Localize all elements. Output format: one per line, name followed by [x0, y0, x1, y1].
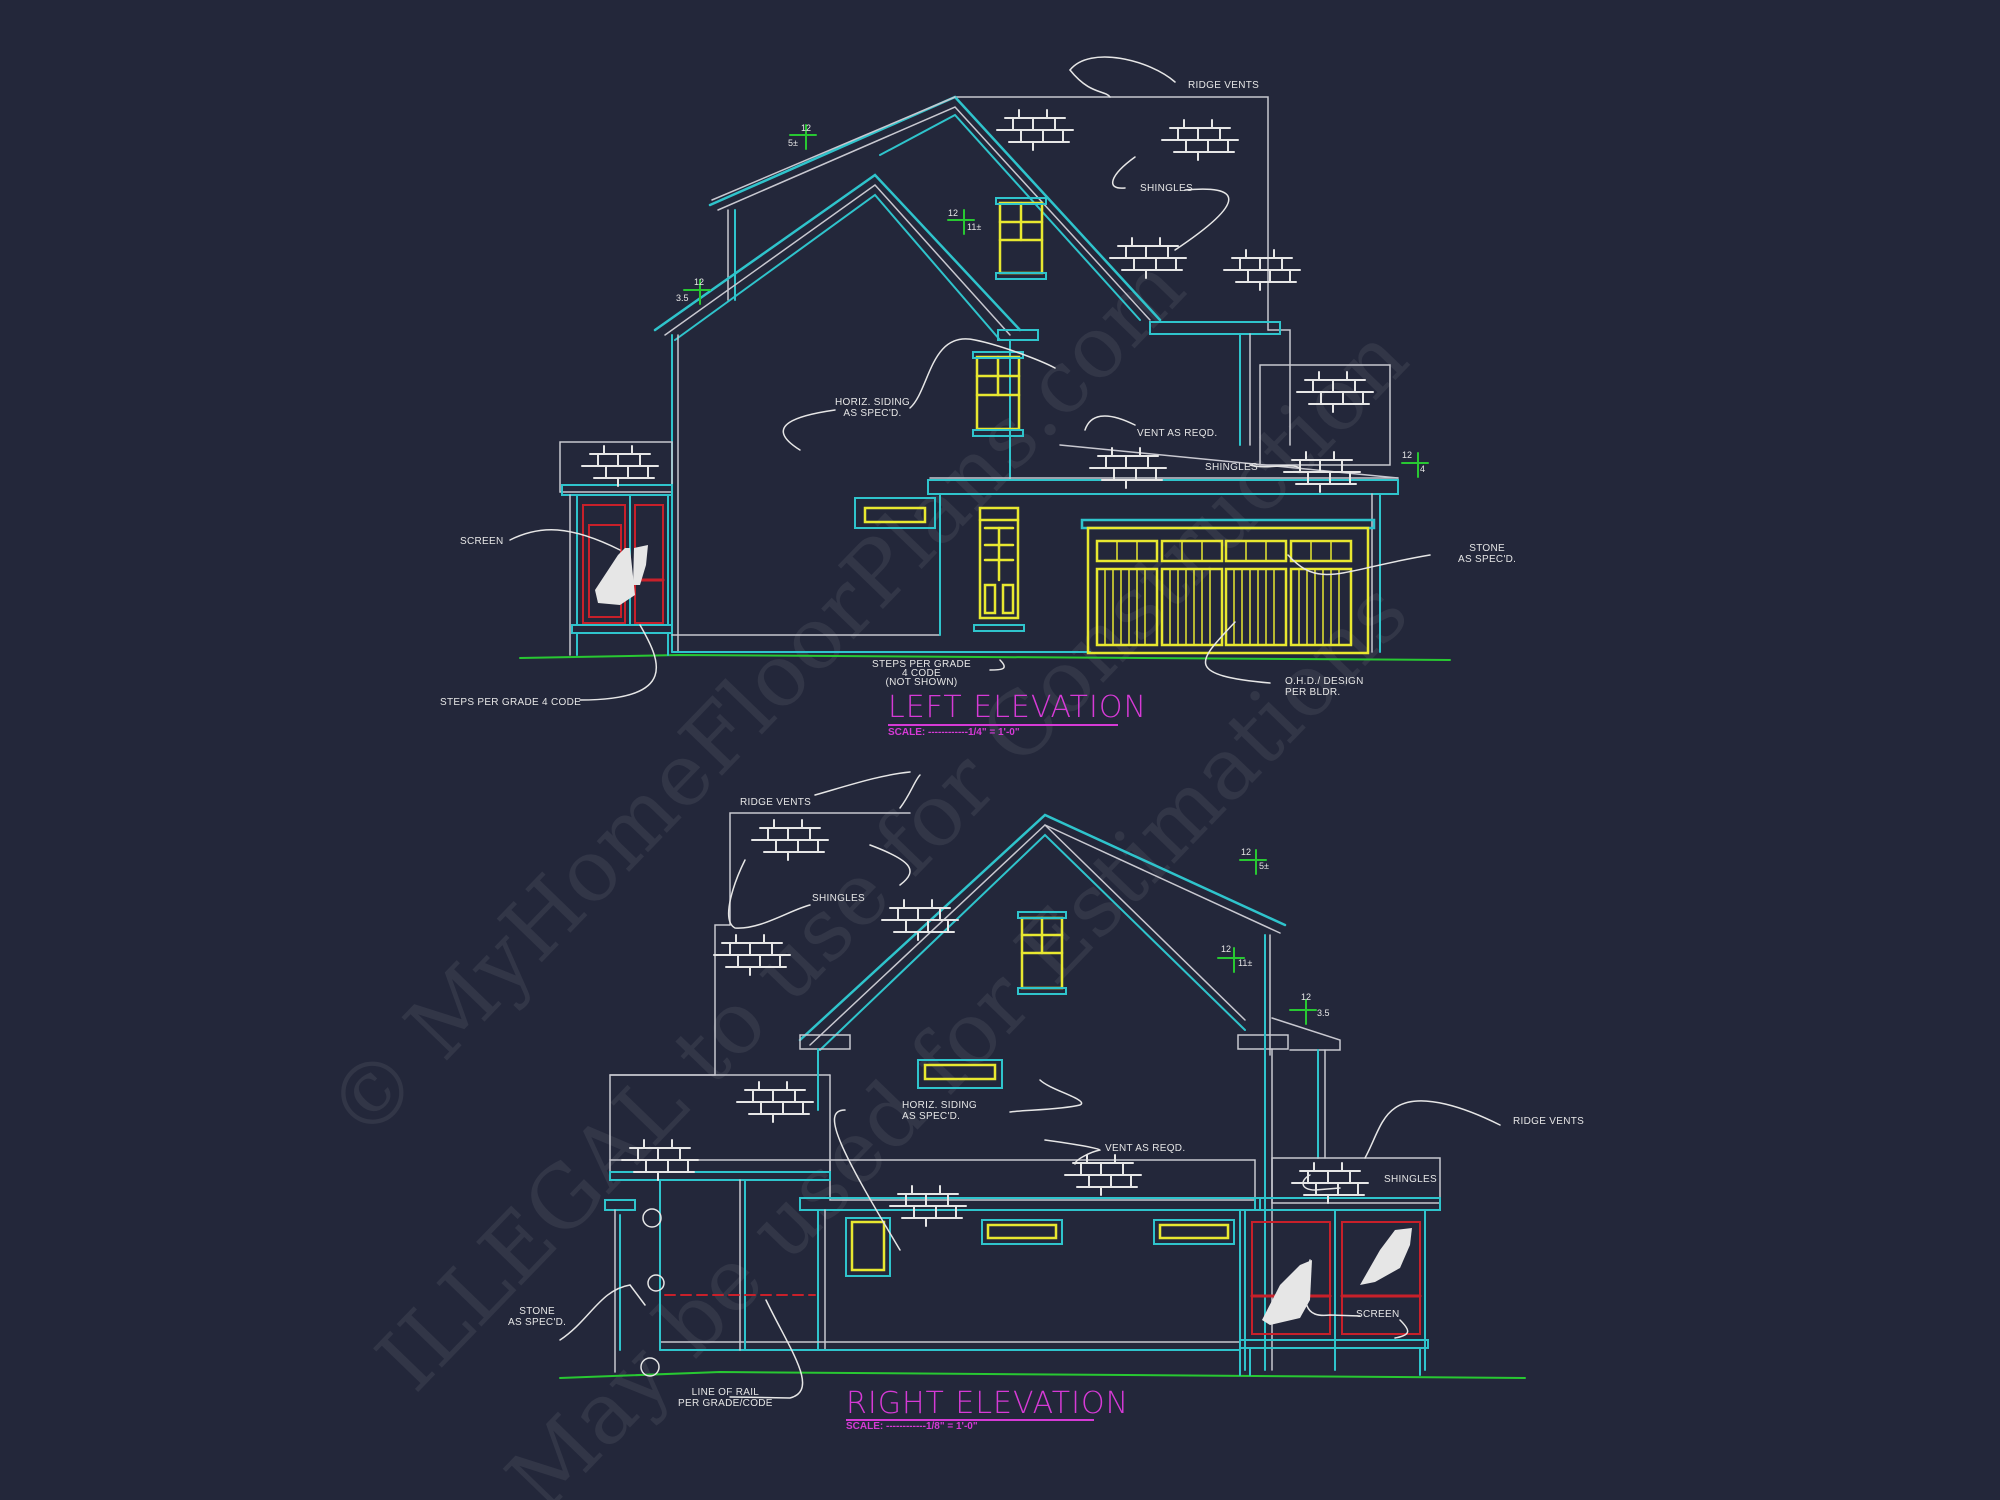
label-stone: STONE AS SPEC'D. [508, 1306, 567, 1328]
pitch-run: 3.5 [1317, 1008, 1330, 1018]
pitch-run: 11± [967, 222, 982, 232]
pitch-rise: 12 [948, 208, 959, 218]
label-vent: VENT AS REQD. [1137, 428, 1218, 439]
label-shingles: SHINGLES [1384, 1174, 1437, 1185]
label-shingles: SHINGLES [1140, 183, 1193, 194]
right-elevation-title: RIGHT ELEVATION [846, 1386, 1130, 1421]
label-line-of-rail: LINE OF RAIL PER GRADE/CODE [678, 1387, 773, 1409]
label-shingles: SHINGLES [812, 893, 865, 904]
label-shingles: SHINGLES [1205, 462, 1258, 473]
pitch-rise: 12 [1241, 847, 1252, 857]
right-elevation-drawing [559, 771, 1526, 1399]
label-horiz-siding: HORIZ. SIDING AS SPEC'D. [835, 397, 911, 419]
pitch-rise: 12 [694, 277, 705, 287]
title-underline [846, 1419, 1094, 1421]
label-stone: STONE AS SPEC'D. [1458, 543, 1517, 565]
pitch-run: 11± [1238, 958, 1253, 968]
label-vent: VENT AS REQD. [1105, 1143, 1186, 1154]
pitch-run: 5± [1259, 861, 1269, 871]
pitch-rise: 12 [1301, 992, 1312, 1002]
label-horiz-siding: HORIZ. SIDING AS SPEC'D. [902, 1100, 978, 1122]
label-steps-grade-code: STEPS PER GRADE 4 CODE [440, 697, 582, 708]
left-elevation-title: LEFT ELEVATION [888, 690, 1147, 725]
left-elevation-scale: SCALE: ------------1/4" = 1'-0" [888, 727, 1020, 738]
label-ridge-vents: RIDGE VENTS [1513, 1116, 1585, 1127]
label-screen: SCREEN [1356, 1309, 1400, 1320]
label-ridge-vents: RIDGE VENTS [1188, 80, 1260, 91]
pitch-rise: 12 [801, 123, 812, 133]
left-elevation-drawing [509, 56, 1451, 701]
label-ohd-design: O.H.D./ DESIGN PER BLDR. [1285, 676, 1364, 698]
label-screen: SCREEN [460, 536, 504, 547]
label-ridge-vents: RIDGE VENTS [740, 797, 812, 808]
pitch-rise: 12 [1402, 450, 1413, 460]
pitch-run: 4 [1420, 464, 1426, 474]
title-underline [888, 724, 1118, 726]
pitch-run: 5± [788, 138, 798, 148]
label-steps-not-shown: STEPS PER GRADE 4 CODE (NOT SHOWN) [872, 659, 971, 688]
pitch-run: 3.5 [676, 293, 689, 303]
pitch-rise: 12 [1221, 944, 1232, 954]
right-elevation-scale: SCALE: ------------1/8" = 1'-0" [846, 1421, 978, 1432]
